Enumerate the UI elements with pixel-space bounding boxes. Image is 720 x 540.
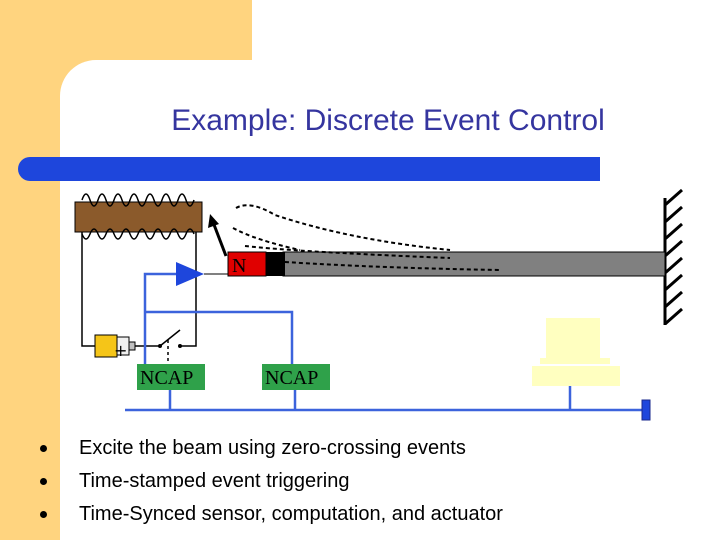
- switch-icon: [158, 329, 182, 364]
- beam-deflection-lower: [244, 245, 451, 259]
- sensor-signal-line: [143, 262, 228, 364]
- bullet-list: Excite the beam using zero-crossing even…: [40, 432, 503, 531]
- ncap-left-label: NCAP: [140, 367, 193, 389]
- ncap-left-box: NCAP: [137, 364, 205, 390]
- list-item: Time-stamped event triggering: [40, 465, 503, 498]
- circuit-wires: [81, 232, 197, 347]
- bullet-text: Excite the beam using zero-crossing even…: [79, 437, 466, 459]
- wall-icon: [663, 188, 683, 326]
- svg-text:+: +: [114, 341, 127, 360]
- bullet-text: Time-stamped event triggering: [79, 470, 350, 492]
- content-panel: [60, 60, 720, 540]
- force-arrow: [211, 221, 228, 257]
- bullet-icon: [40, 445, 47, 452]
- force-arrow-head: [208, 214, 219, 228]
- ncap-right-label: NCAP: [265, 367, 318, 389]
- bullet-text: Time-Synced sensor, computation, and act…: [79, 503, 503, 525]
- ncap-link-line: [145, 310, 294, 364]
- discrete-event-control-diagram: N + NCAP NCAP: [74, 188, 683, 421]
- magnet-label: N: [232, 255, 246, 277]
- battery-icon: +: [94, 334, 136, 360]
- beam-deflection-mid: [232, 227, 301, 251]
- title-underline-bar: [18, 157, 600, 181]
- network-bus: [125, 386, 651, 421]
- slide-title: Example: Discrete Event Control: [171, 104, 605, 137]
- beam-icon: [265, 251, 666, 277]
- computer-icon: [532, 318, 620, 386]
- list-item: Time-Synced sensor, computation, and act…: [40, 498, 503, 531]
- bullet-icon: [40, 478, 47, 485]
- bullet-icon: [40, 511, 47, 518]
- beam-deflection-inner: [284, 261, 501, 271]
- beam-deflection-upper: [235, 204, 451, 251]
- coil-icon: [74, 193, 203, 240]
- ncap-right-box: NCAP: [262, 364, 330, 390]
- list-item: Excite the beam using zero-crossing even…: [40, 432, 503, 465]
- magnet-icon: N: [227, 251, 267, 277]
